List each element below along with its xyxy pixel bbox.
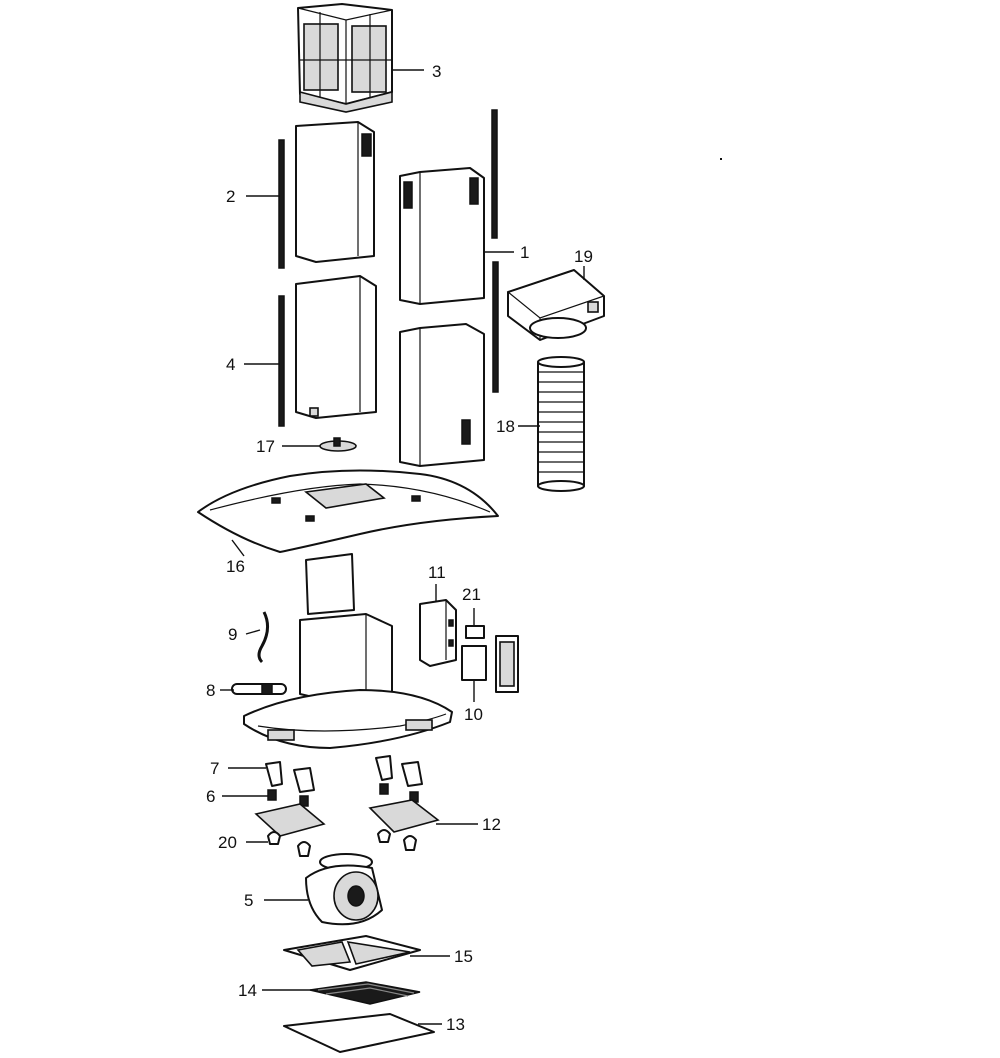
control-keypad [495, 635, 519, 693]
callout-1: 1 [520, 243, 529, 262]
callout-3: 3 [432, 62, 441, 81]
callout-16: 16 [226, 557, 245, 576]
callout-7: 7 [210, 759, 219, 778]
part-9-power-cable [257, 611, 269, 664]
part-14-grease-filter [309, 981, 421, 1005]
part-19-duct-adapter [506, 269, 606, 341]
callout-2: 2 [226, 187, 235, 206]
part-21-connector [465, 625, 485, 639]
part-16-glass-canopy [197, 469, 499, 553]
part-1-inner-chimney-channel-upper [399, 167, 485, 305]
part-8-light-bar [231, 683, 287, 695]
part-18-flexible-duct [537, 356, 585, 492]
leader-lines [220, 69, 585, 1025]
part-13-charcoal-filter [283, 1013, 435, 1053]
callout-18: 18 [496, 417, 515, 436]
callout-13: 13 [446, 1015, 465, 1034]
part-11-control-box [419, 599, 457, 667]
part-1-inner-chimney-channel-lower [399, 323, 485, 467]
stray-dot [720, 158, 722, 160]
callout-21: 21 [462, 585, 481, 604]
lamp-assembly-left [254, 761, 326, 857]
trim-strip-right-lower [492, 261, 499, 393]
callout-15: 15 [454, 947, 473, 966]
callout-11: 11 [428, 563, 446, 582]
callout-17: 17 [256, 437, 275, 456]
callout-8: 8 [206, 681, 215, 700]
trim-strip-right-upper [491, 109, 498, 239]
callout-20: 20 [218, 833, 237, 852]
callout-12: 12 [482, 815, 501, 834]
part-5-blower-motor [305, 853, 383, 926]
part-3-mounting-frame [297, 3, 393, 113]
part-15-filter-frame [283, 935, 421, 971]
callout-19: 19 [574, 247, 593, 266]
callout-14: 14 [238, 981, 257, 1000]
upper-chimney-cover-left [295, 121, 375, 263]
part-4-trim-strip [278, 295, 285, 427]
part-10-switch [461, 645, 487, 681]
callout-10: 10 [464, 705, 483, 724]
hood-body [243, 553, 453, 749]
callout-6: 6 [206, 787, 215, 806]
part-17-clip [319, 437, 357, 452]
callout-9: 9 [228, 625, 237, 644]
lamp-assembly-right [368, 755, 440, 851]
callout-5: 5 [244, 891, 253, 910]
lower-chimney-cover-left [295, 275, 377, 419]
callout-4: 4 [226, 355, 235, 374]
part-2-trim-strip [278, 139, 285, 269]
